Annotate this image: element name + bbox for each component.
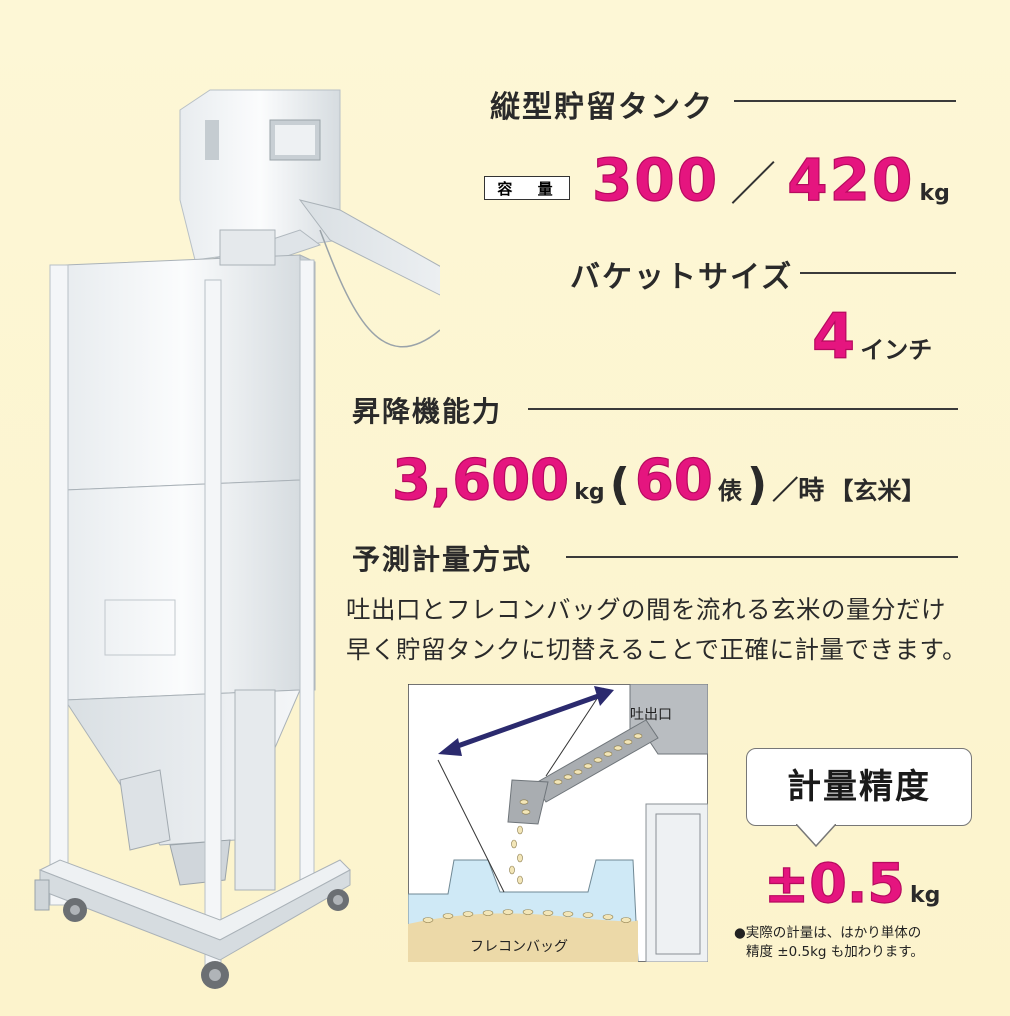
tank-heading-rule bbox=[734, 100, 956, 102]
accuracy-note-line-1: ●実際の計量は、はかり単体の bbox=[734, 925, 922, 941]
method-heading-rule bbox=[566, 556, 958, 558]
elevator-per-hour: ／時 bbox=[772, 476, 825, 506]
elevator-heading-rule bbox=[528, 408, 958, 410]
bucket-value: 4 インチ bbox=[811, 299, 933, 373]
elevator-paren-close: ) bbox=[747, 459, 768, 510]
bucket-unit: インチ bbox=[860, 336, 933, 364]
capacity-badge: 容 量 bbox=[484, 176, 570, 200]
capacity-value-b: 420 bbox=[787, 145, 915, 214]
accuracy-unit: kg bbox=[910, 883, 941, 908]
method-description-line-2: 早く貯留タンクに切替えることで正確に計量できます。 bbox=[346, 635, 968, 664]
elevator-unit: kg bbox=[574, 480, 605, 505]
capacity-unit: kg bbox=[919, 181, 950, 206]
elevator-heading: 昇降機能力 bbox=[352, 395, 503, 428]
accuracy-note-line-2: 精度 ±0.5kg も加わります。 bbox=[746, 944, 924, 960]
bag-label: フレコンバッグ bbox=[470, 939, 568, 955]
bucket-heading-rule bbox=[800, 272, 956, 274]
method-heading: 予測計量方式 bbox=[352, 543, 533, 576]
accuracy-value: ±0.5 kg bbox=[763, 851, 941, 915]
accuracy-label-box: 計量精度 bbox=[746, 748, 972, 826]
elevator-paren-open: ( bbox=[609, 459, 630, 510]
storage-tank-machine-illustration bbox=[34, 89, 440, 989]
flow-diagram bbox=[408, 684, 708, 962]
tank-heading: 縦型貯留タンク bbox=[490, 90, 714, 125]
elevator-grain: 【玄米】 bbox=[829, 477, 926, 505]
elevator-bags-unit: 俵 bbox=[717, 477, 742, 505]
capacity-value-a: 300 bbox=[591, 145, 720, 214]
method-description-line-1: 吐出口とフレコンバッグの間を流れる玄米の量分だけ bbox=[346, 595, 946, 624]
method-description: 吐出口とフレコンバッグの間を流れる玄米の量分だけ 早く貯留タンクに切替えることで… bbox=[346, 590, 986, 670]
outlet-label: 吐出口 bbox=[630, 707, 672, 723]
elevator-number: 3,600 bbox=[391, 447, 570, 513]
capacity-value: 300 ／ 420 kg bbox=[591, 145, 950, 214]
bucket-number: 4 bbox=[811, 299, 856, 373]
elevator-value: 3,600 kg ( 60 俵 ) ／時 【玄米】 bbox=[391, 447, 926, 513]
accuracy-pointer bbox=[796, 824, 836, 848]
accuracy-number: ±0.5 bbox=[763, 851, 905, 915]
bucket-heading: バケットサイズ bbox=[570, 260, 794, 295]
accuracy-note: ●実際の計量は、はかり単体の 精度 ±0.5kg も加わります。 bbox=[734, 924, 1004, 962]
elevator-bags: 60 bbox=[634, 447, 713, 513]
capacity-separator: ／ bbox=[730, 157, 777, 211]
